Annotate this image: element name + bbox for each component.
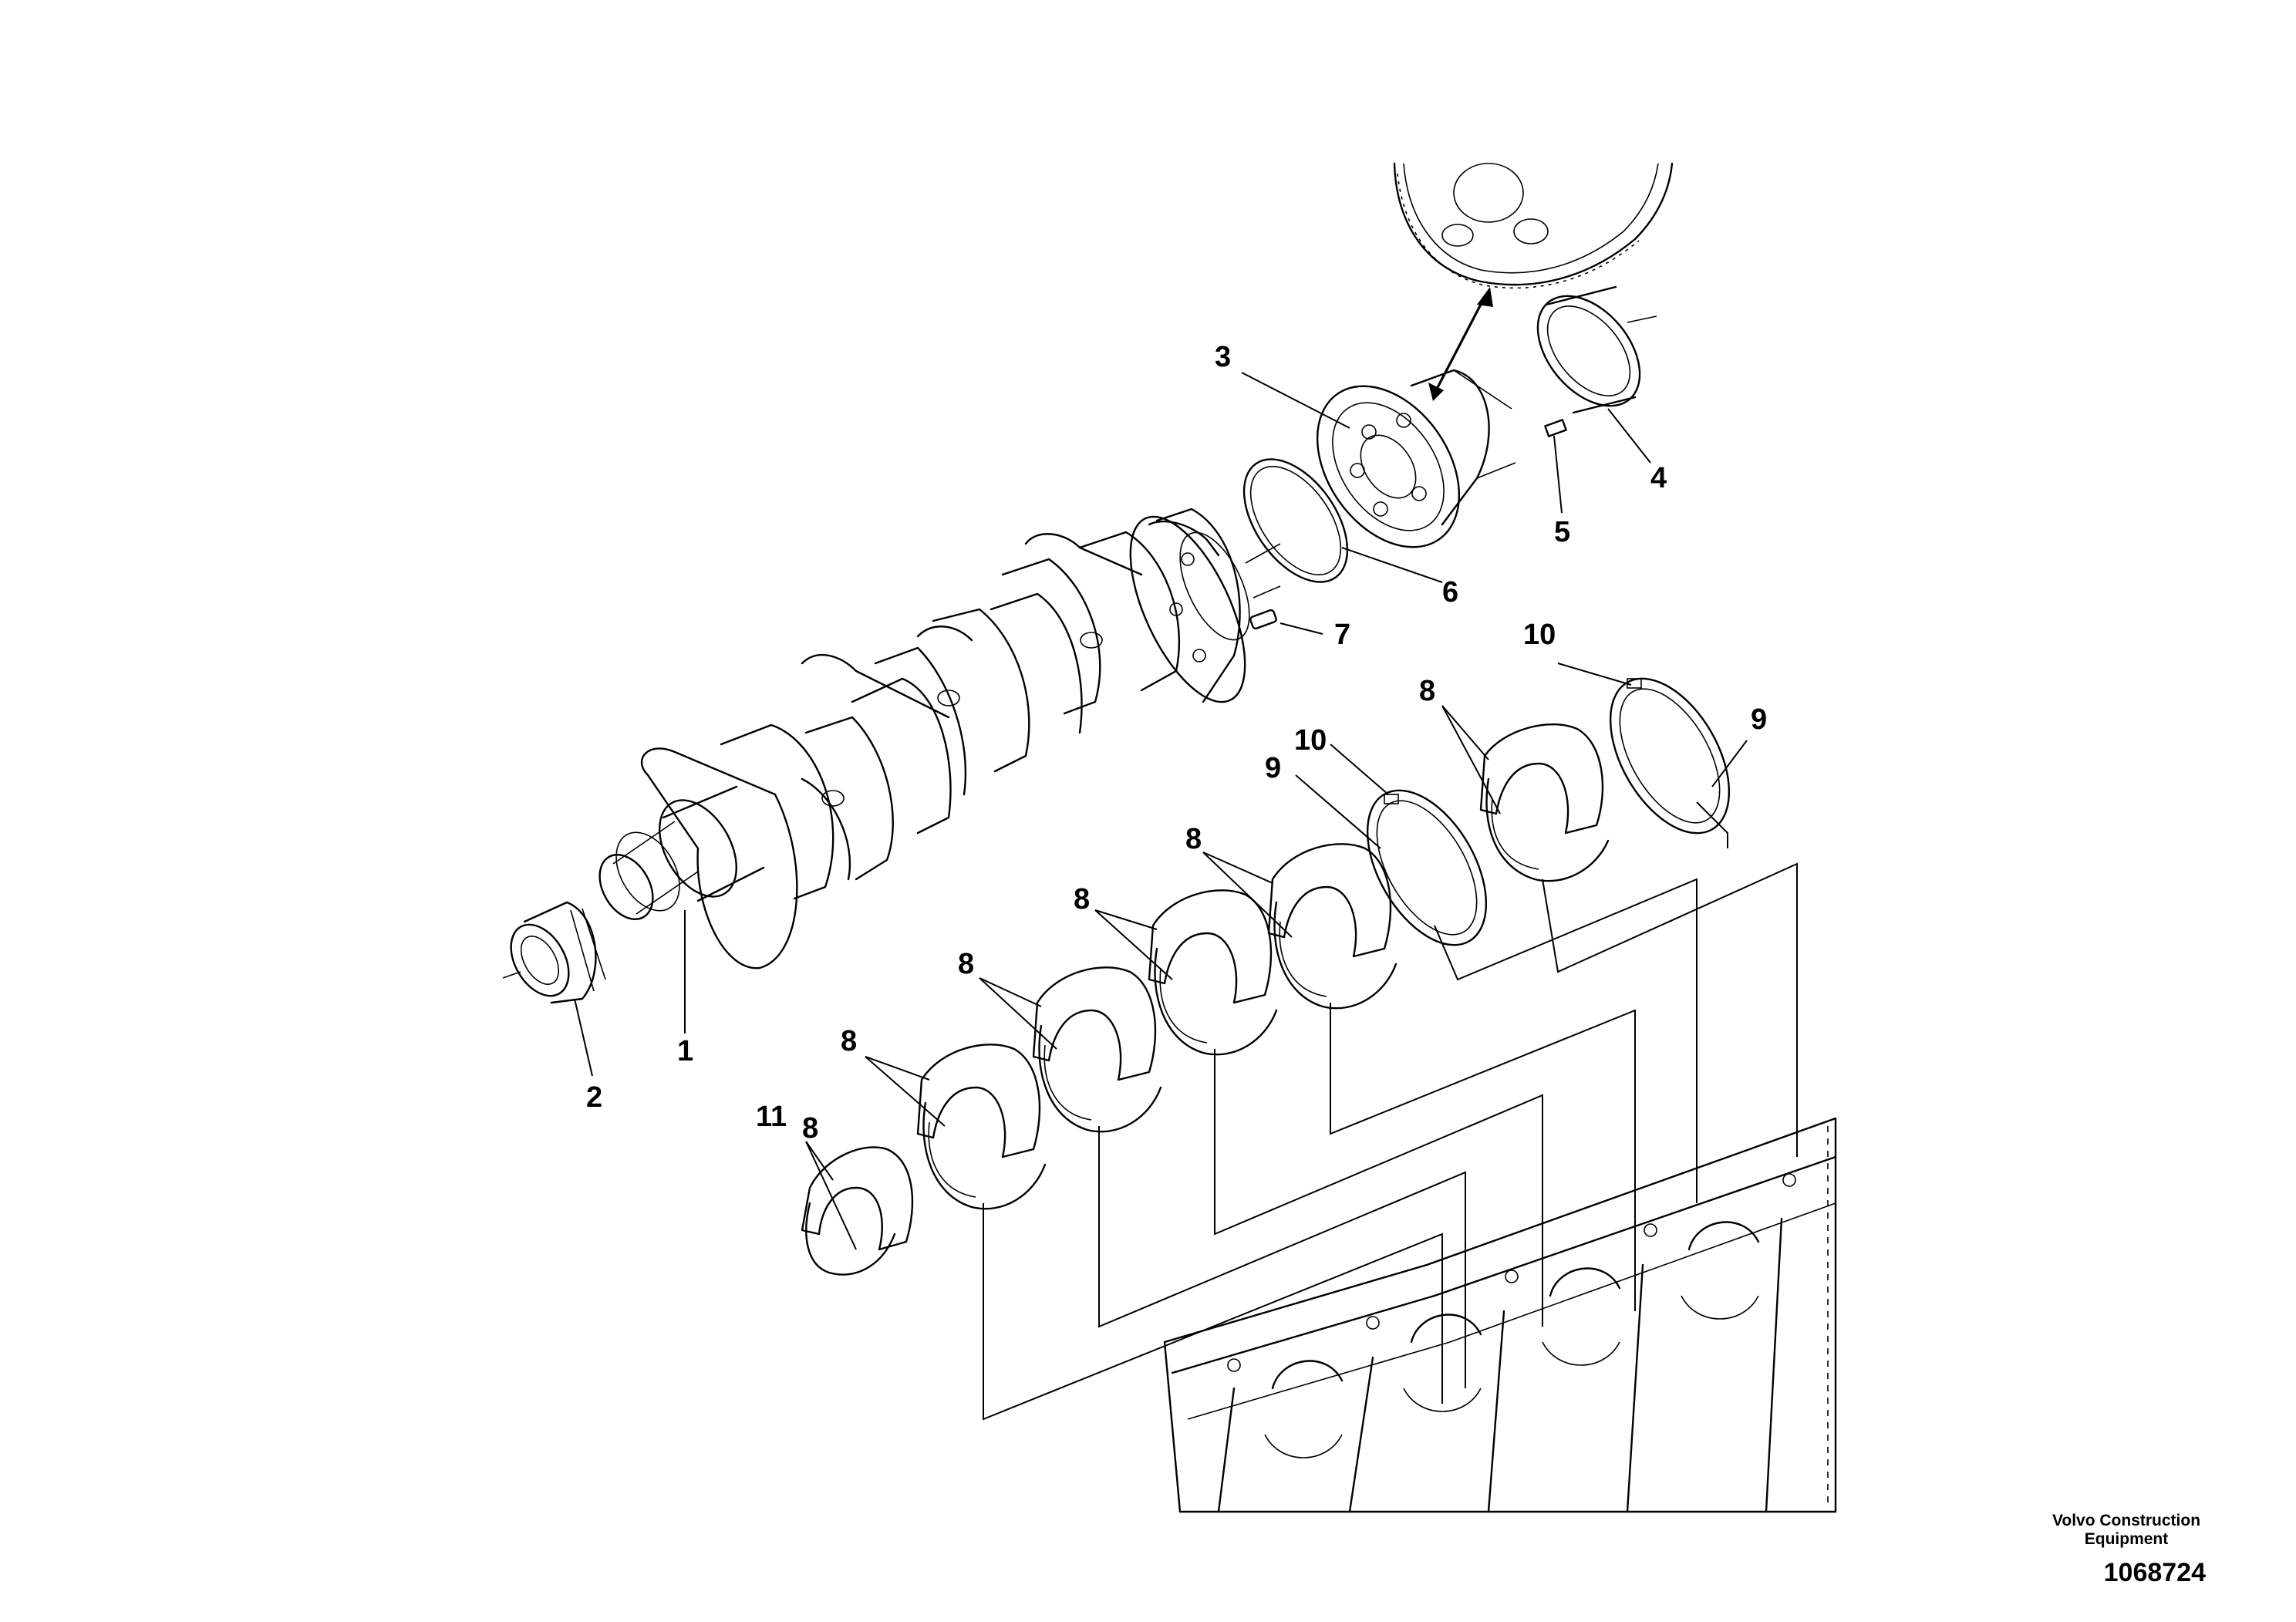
callout-8-front: 8 (841, 1025, 857, 1057)
callout-5: 5 (1554, 516, 1570, 548)
callouts: 1 2 3 4 5 6 7 8 8 8 8 8 8 9 9 10 10 11 (586, 341, 1767, 1145)
callout-6: 6 (1442, 576, 1458, 609)
callout-3: 3 (1215, 341, 1231, 373)
brand-line-2: Equipment (2084, 1530, 2169, 1548)
callout-11: 11 (756, 1101, 787, 1133)
callout-1: 1 (677, 1035, 693, 1067)
callout-8-fourth: 8 (1185, 823, 1202, 855)
leader-lines (574, 372, 1748, 1250)
callout-10-lower: 10 (1294, 724, 1327, 757)
main-bearing-shells (801, 723, 1610, 1276)
engine-block (1163, 1117, 1837, 1513)
callout-10-upper: 10 (1523, 619, 1556, 651)
callout-8-third: 8 (1074, 883, 1090, 916)
callout-9-lower: 9 (1265, 752, 1281, 784)
crankshaft-1 (598, 508, 1281, 969)
thrust-washers (1366, 677, 1731, 946)
bearing-bushing-4 (1536, 285, 1657, 414)
callout-2: 2 (586, 1081, 602, 1114)
crank-gear-3 (1316, 369, 1516, 548)
pinion-gear-2 (502, 901, 606, 1004)
callout-7: 7 (1334, 619, 1350, 651)
callout-8-second: 8 (958, 948, 974, 980)
callout-9-upper: 9 (1751, 703, 1767, 736)
callout-8-sixth: 8 (802, 1112, 818, 1145)
woodruff-key-7 (1249, 609, 1277, 630)
callout-4: 4 (1650, 462, 1667, 494)
callout-8-fifth: 8 (1419, 675, 1435, 707)
assembly-arrow (1428, 287, 1493, 401)
assembly-guide-lines (983, 801, 1798, 1421)
seal-ring-6 (1242, 458, 1349, 583)
dowel-pin-5 (1544, 419, 1567, 437)
timing-gear-drawing (1393, 162, 1674, 289)
brand-label: Volvo Construction Equipment (2026, 1512, 2227, 1549)
document-number: 1068724 (2103, 1558, 2206, 1587)
brand-line-1: Volvo Construction (2052, 1512, 2201, 1529)
